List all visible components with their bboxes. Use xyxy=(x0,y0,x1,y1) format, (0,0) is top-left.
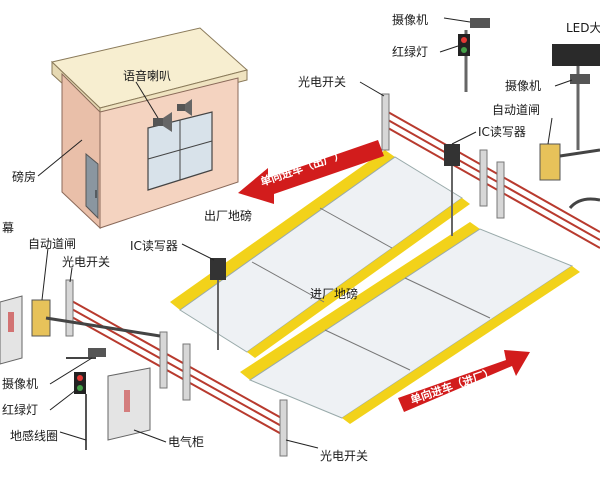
label-photo-switch-top: 光电开关 xyxy=(298,75,346,89)
label-barrier-right: 自动道闸 xyxy=(492,103,540,117)
label-camera-top: 摄像机 xyxy=(392,12,428,27)
label-led-screen: LED大 xyxy=(566,21,600,35)
leader-lines xyxy=(37,17,573,449)
label-loop: 地感线圈 xyxy=(10,428,58,443)
traffic-light-icon xyxy=(458,34,470,56)
led-screen-icon xyxy=(552,44,600,150)
barrier-gate-icon xyxy=(31,299,161,338)
label-camera-right: 摄像机 xyxy=(505,78,541,93)
label-traffic-light-left: 红绿灯 xyxy=(2,402,38,417)
camera-icon xyxy=(66,348,106,359)
label-booth: 磅房 xyxy=(12,169,36,184)
arrow-outbound xyxy=(238,140,384,204)
label-photo-switch-bottom: 光电开关 xyxy=(320,449,368,463)
label-traffic-light-top: 红绿灯 xyxy=(392,44,428,59)
label-screen-left: 幕 xyxy=(2,221,14,235)
arrow-inbound xyxy=(398,350,530,412)
cabinet-icon xyxy=(107,367,151,441)
label-scale-in: 进厂地磅 xyxy=(310,286,358,301)
fence-left xyxy=(65,279,288,457)
label-ic-reader-right: IC读写器 xyxy=(478,125,526,139)
barrier-gate-icon xyxy=(539,143,600,210)
label-camera-left: 摄像机 xyxy=(2,376,38,391)
traffic-light-icon xyxy=(74,372,87,450)
weighing-booth xyxy=(50,27,249,230)
camera-icon xyxy=(570,74,590,84)
label-photo-switch-left: 光电开关 xyxy=(62,255,110,269)
ic-reader-icon xyxy=(444,144,460,236)
label-ic-reader-left: IC读写器 xyxy=(130,239,178,253)
label-cabinet: 电气柜 xyxy=(168,434,204,449)
label-barrier-left: 自动道闸 xyxy=(28,237,76,251)
speaker-icon xyxy=(153,99,192,132)
inbound-scale-platform xyxy=(240,222,580,424)
ic-reader-icon xyxy=(210,258,226,350)
outbound-scale-platform xyxy=(170,150,470,358)
cabinet-icon xyxy=(0,295,23,365)
label-scale-out: 出厂地磅 xyxy=(204,208,252,223)
fence-right xyxy=(381,93,600,249)
label-speaker: 语音喇叭 xyxy=(123,68,171,83)
